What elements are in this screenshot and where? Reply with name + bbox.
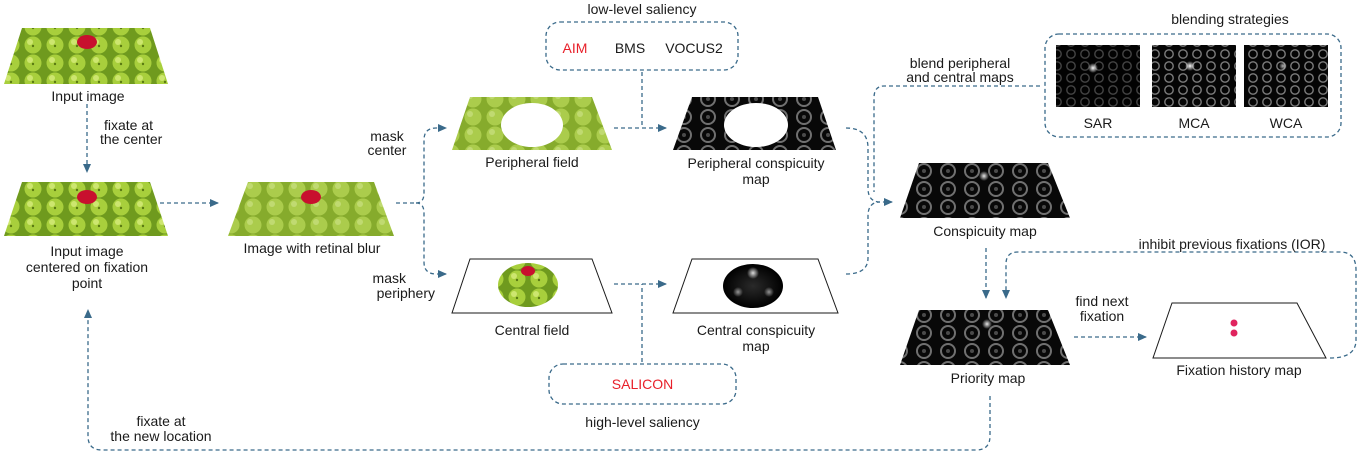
low-level-saliency-box bbox=[545, 21, 739, 71]
peripheral-conspicuity-label-line2: map bbox=[742, 171, 770, 187]
central-field-label: Central field bbox=[494, 322, 570, 338]
high-level-saliency-title: high-level saliency bbox=[585, 414, 700, 430]
arrow-ior bbox=[1002, 251, 1357, 359]
mask-periphery-label-line2: periphery bbox=[376, 285, 435, 301]
retinal-blur-label: Image with retinal blur bbox=[243, 240, 381, 256]
aim-method: AIM bbox=[562, 40, 588, 56]
blending-strategies-title: blending strategies bbox=[1171, 11, 1289, 27]
fixation-dot bbox=[1230, 319, 1238, 327]
fixation-history-label: Fixation history map bbox=[1176, 362, 1302, 378]
sar-label: SAR bbox=[1083, 115, 1113, 131]
fixate-new-label-line2: the new location bbox=[110, 428, 212, 444]
mca-label: MCA bbox=[1178, 115, 1210, 131]
fixate-center-label-line2: the center bbox=[100, 131, 163, 147]
mask-center-label-line2: center bbox=[367, 142, 407, 158]
blend-label-line2: and central maps bbox=[906, 69, 1014, 85]
bms-method: BMS bbox=[614, 40, 646, 56]
peripheral-field-tile bbox=[452, 97, 612, 150]
conspicuity-map-label: Conspicuity map bbox=[933, 223, 1037, 239]
input-image-tile bbox=[4, 28, 168, 84]
input-centered-label-line3: point bbox=[71, 275, 103, 291]
central-conspicuity-tile bbox=[672, 258, 839, 314]
priority-map-label: Priority map bbox=[950, 370, 1026, 386]
peripheral-conspicuity-label-line1: Peripheral conspicuity bbox=[687, 155, 825, 171]
high-level-saliency-box bbox=[548, 363, 737, 405]
arrow-peripheral-to-blend bbox=[845, 127, 893, 206]
fixate-center-label-line1: fixate at bbox=[104, 117, 154, 133]
fixation-dot bbox=[1230, 329, 1238, 337]
salicon-method: SALICON bbox=[611, 376, 674, 392]
blending-wca-thumb bbox=[1244, 45, 1328, 107]
arrow-fixate-new bbox=[84, 309, 991, 451]
peripheral-conspicuity-tile bbox=[673, 97, 836, 150]
vocus2-method: VOCUS2 bbox=[665, 40, 723, 56]
peripheral-field-label: Peripheral field bbox=[485, 154, 579, 170]
arrow-to-central-field bbox=[415, 202, 447, 278]
input-centered-tile bbox=[4, 182, 168, 236]
central-conspicuity-label-line2: map bbox=[742, 338, 770, 354]
priority-map-tile bbox=[900, 310, 1070, 365]
fixation-history-tile bbox=[1152, 302, 1327, 359]
blending-mca-thumb bbox=[1152, 45, 1236, 107]
retinal-blur-tile bbox=[228, 182, 394, 236]
low-level-saliency-title: low-level saliency bbox=[587, 1, 697, 17]
ior-label: inhibit previous fixations (IOR) bbox=[1138, 236, 1326, 252]
fixate-new-label-line1: fixate at bbox=[136, 413, 186, 429]
central-field-tile bbox=[451, 258, 613, 314]
input-centered-label-line2: centered on fixation bbox=[25, 259, 149, 275]
blend-label-line1: blend peripheral bbox=[909, 55, 1011, 71]
blending-strategies-box bbox=[1044, 33, 1342, 138]
arrow-blending-strategies bbox=[873, 85, 1040, 192]
mask-periphery-label-line1: mask bbox=[372, 270, 406, 286]
find-next-label-line2: fixation bbox=[1079, 308, 1125, 324]
input-image-label: Input image bbox=[51, 88, 125, 104]
conspicuity-map-tile bbox=[900, 163, 1070, 218]
find-next-label-line1: find next bbox=[1075, 293, 1129, 309]
central-conspicuity-label-line1: Central conspicuity bbox=[696, 322, 816, 338]
input-centered-label-line1: Input image bbox=[50, 243, 124, 259]
blending-sar-thumb bbox=[1056, 45, 1140, 107]
wca-label: WCA bbox=[1269, 115, 1303, 131]
mask-center-label-line1: mask bbox=[370, 128, 404, 144]
arrow-to-peripheral-field bbox=[415, 124, 447, 204]
arrow-central-to-blend bbox=[845, 201, 881, 275]
